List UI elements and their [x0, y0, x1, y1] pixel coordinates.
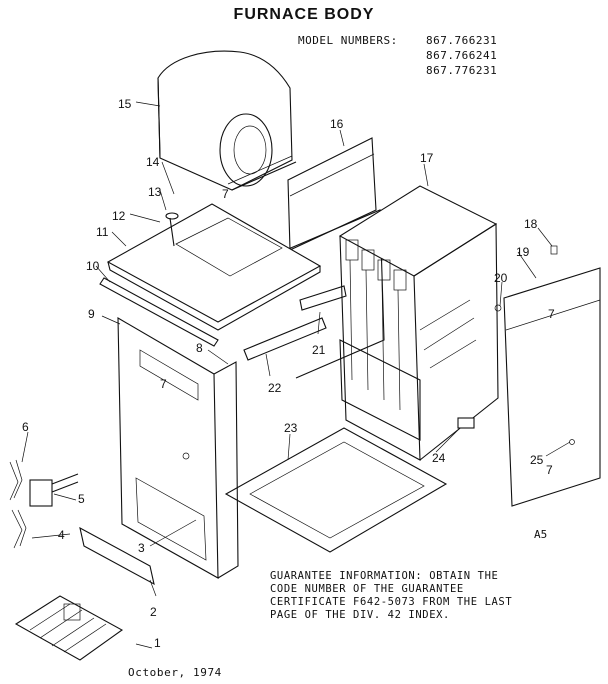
manifold-pipe	[243, 317, 327, 361]
burner-assembly	[14, 595, 124, 661]
model-number: 867.766241	[426, 49, 498, 62]
model-number: 867.776231	[426, 64, 498, 77]
part-number: 12	[112, 209, 126, 223]
bracket	[457, 417, 475, 429]
part-number: 10	[86, 259, 100, 273]
part-number: 11	[96, 225, 109, 239]
part-number: 13	[148, 185, 162, 199]
part-number: 23	[284, 421, 298, 435]
part-number: 17	[420, 151, 434, 165]
front-rail	[99, 277, 219, 347]
part-number: 21	[312, 343, 326, 357]
burner-tube	[299, 285, 347, 311]
right-side-panel	[503, 267, 601, 507]
part-number: 15	[118, 97, 132, 111]
top-panel	[106, 203, 322, 331]
base-frame	[224, 427, 448, 553]
wire-bundle	[9, 459, 23, 501]
side-panel	[285, 137, 385, 379]
small-screw	[494, 304, 502, 312]
model-number: 867.766231	[426, 34, 498, 47]
part-number: 24	[432, 451, 446, 465]
part-number: 25	[530, 453, 544, 467]
part-number: 2	[150, 605, 157, 619]
part-number: 5	[78, 492, 85, 506]
sheet-number: A5	[534, 528, 548, 541]
part-number: 19	[516, 245, 530, 259]
leader-lines	[21, 101, 571, 649]
part-number: 6	[22, 420, 29, 434]
diagram-title: FURNACE BODY	[233, 6, 375, 23]
front-panel	[117, 317, 239, 579]
part-number: 1	[154, 636, 161, 650]
part-number: 7	[548, 307, 555, 321]
model-numbers: MODEL NUMBERS: 867.766231 867.766241 867…	[298, 33, 497, 78]
part-number: 14	[146, 155, 160, 169]
part-number: 16	[330, 117, 344, 131]
guarantee-line: CODE NUMBER OF THE GUARANTEE	[270, 583, 464, 595]
guarantee-line: CERTIFICATE F642-5073 FROM THE LAST	[270, 596, 513, 608]
part-number: 22	[268, 381, 282, 395]
model-numbers-label: MODEL NUMBERS:	[298, 34, 398, 47]
guarantee-line: PAGE OF THE DIV. 42 INDEX.	[270, 609, 450, 621]
part-number: 3	[138, 541, 145, 555]
part-callouts: 1 2 3 4 5 6 7 8 9 10 11 12 13 14 15 16 1…	[22, 97, 555, 650]
part-number: 7	[546, 463, 553, 477]
part-number: 4	[58, 528, 65, 542]
part-number: 7	[222, 187, 229, 201]
part-number: 18	[524, 217, 538, 231]
heat-exchanger	[338, 185, 499, 461]
small-fitting	[550, 245, 558, 255]
part-number: 9	[88, 307, 95, 321]
guarantee-line: GUARANTEE INFORMATION: OBTAIN THE	[270, 570, 499, 582]
publication-date: October, 1974	[128, 666, 222, 679]
part-number: 20	[494, 271, 508, 285]
limit-switch	[29, 473, 79, 507]
guarantee-note: GUARANTEE INFORMATION: OBTAIN THE CODE N…	[270, 570, 575, 622]
bottom-plate	[79, 526, 155, 586]
part-number: 7	[160, 377, 167, 391]
blower-housing	[157, 50, 297, 191]
wire-bundle	[11, 509, 27, 549]
part-number: 8	[196, 341, 203, 355]
